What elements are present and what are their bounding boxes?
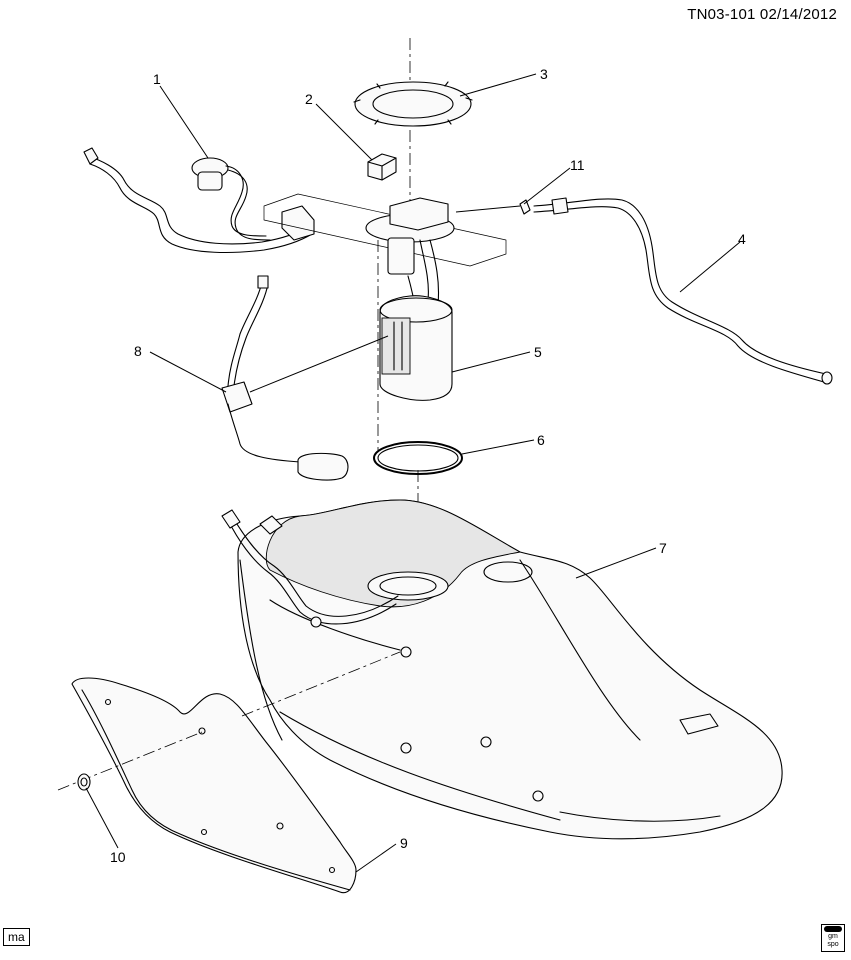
fuel-tank-part (221, 499, 783, 840)
callout-leader (679, 241, 741, 293)
connector-part (367, 153, 397, 181)
callout-10: 10 (110, 849, 126, 865)
logo-text: gm spo (827, 933, 839, 948)
callout-leader (459, 73, 537, 97)
callout-leader (315, 103, 373, 161)
callout-2: 2 (305, 91, 313, 107)
callout-6: 6 (537, 432, 545, 448)
gm-spo-logo-icon: gm spo (821, 924, 845, 952)
diagram-id: TN03-101 02/14/2012 (687, 6, 837, 23)
callout-3: 3 (540, 66, 548, 82)
callout-leader (355, 843, 397, 873)
callout-7: 7 (659, 540, 667, 556)
callout-leader (85, 787, 119, 849)
fuel-level-sensor-part (221, 275, 349, 481)
clip-part (519, 199, 531, 215)
lock-ring-part (353, 81, 473, 127)
axis-line (241, 651, 401, 717)
callout-leader (451, 351, 531, 373)
heat-shield-part (71, 677, 357, 894)
fuel-pump-module-part (365, 197, 455, 401)
callout-leader (461, 439, 535, 455)
fuel-feed-pipe-part (533, 197, 833, 385)
callout-5: 5 (534, 344, 542, 360)
callout-leader (575, 547, 657, 579)
callout-11: 11 (570, 157, 585, 173)
nut-part (77, 773, 91, 791)
callout-9: 9 (400, 835, 408, 851)
callout-leader (149, 351, 227, 393)
callout-8: 8 (134, 343, 142, 359)
callout-leader (159, 85, 209, 159)
reference-plane (263, 193, 507, 267)
badge-label: ma (3, 928, 30, 946)
callout-4: 4 (738, 231, 746, 247)
vapor-line-part (83, 147, 315, 254)
vapor-valve-part (191, 157, 271, 241)
o-ring-seal-part (373, 441, 463, 475)
callout-leader (523, 167, 571, 205)
callout-1: 1 (153, 71, 161, 87)
